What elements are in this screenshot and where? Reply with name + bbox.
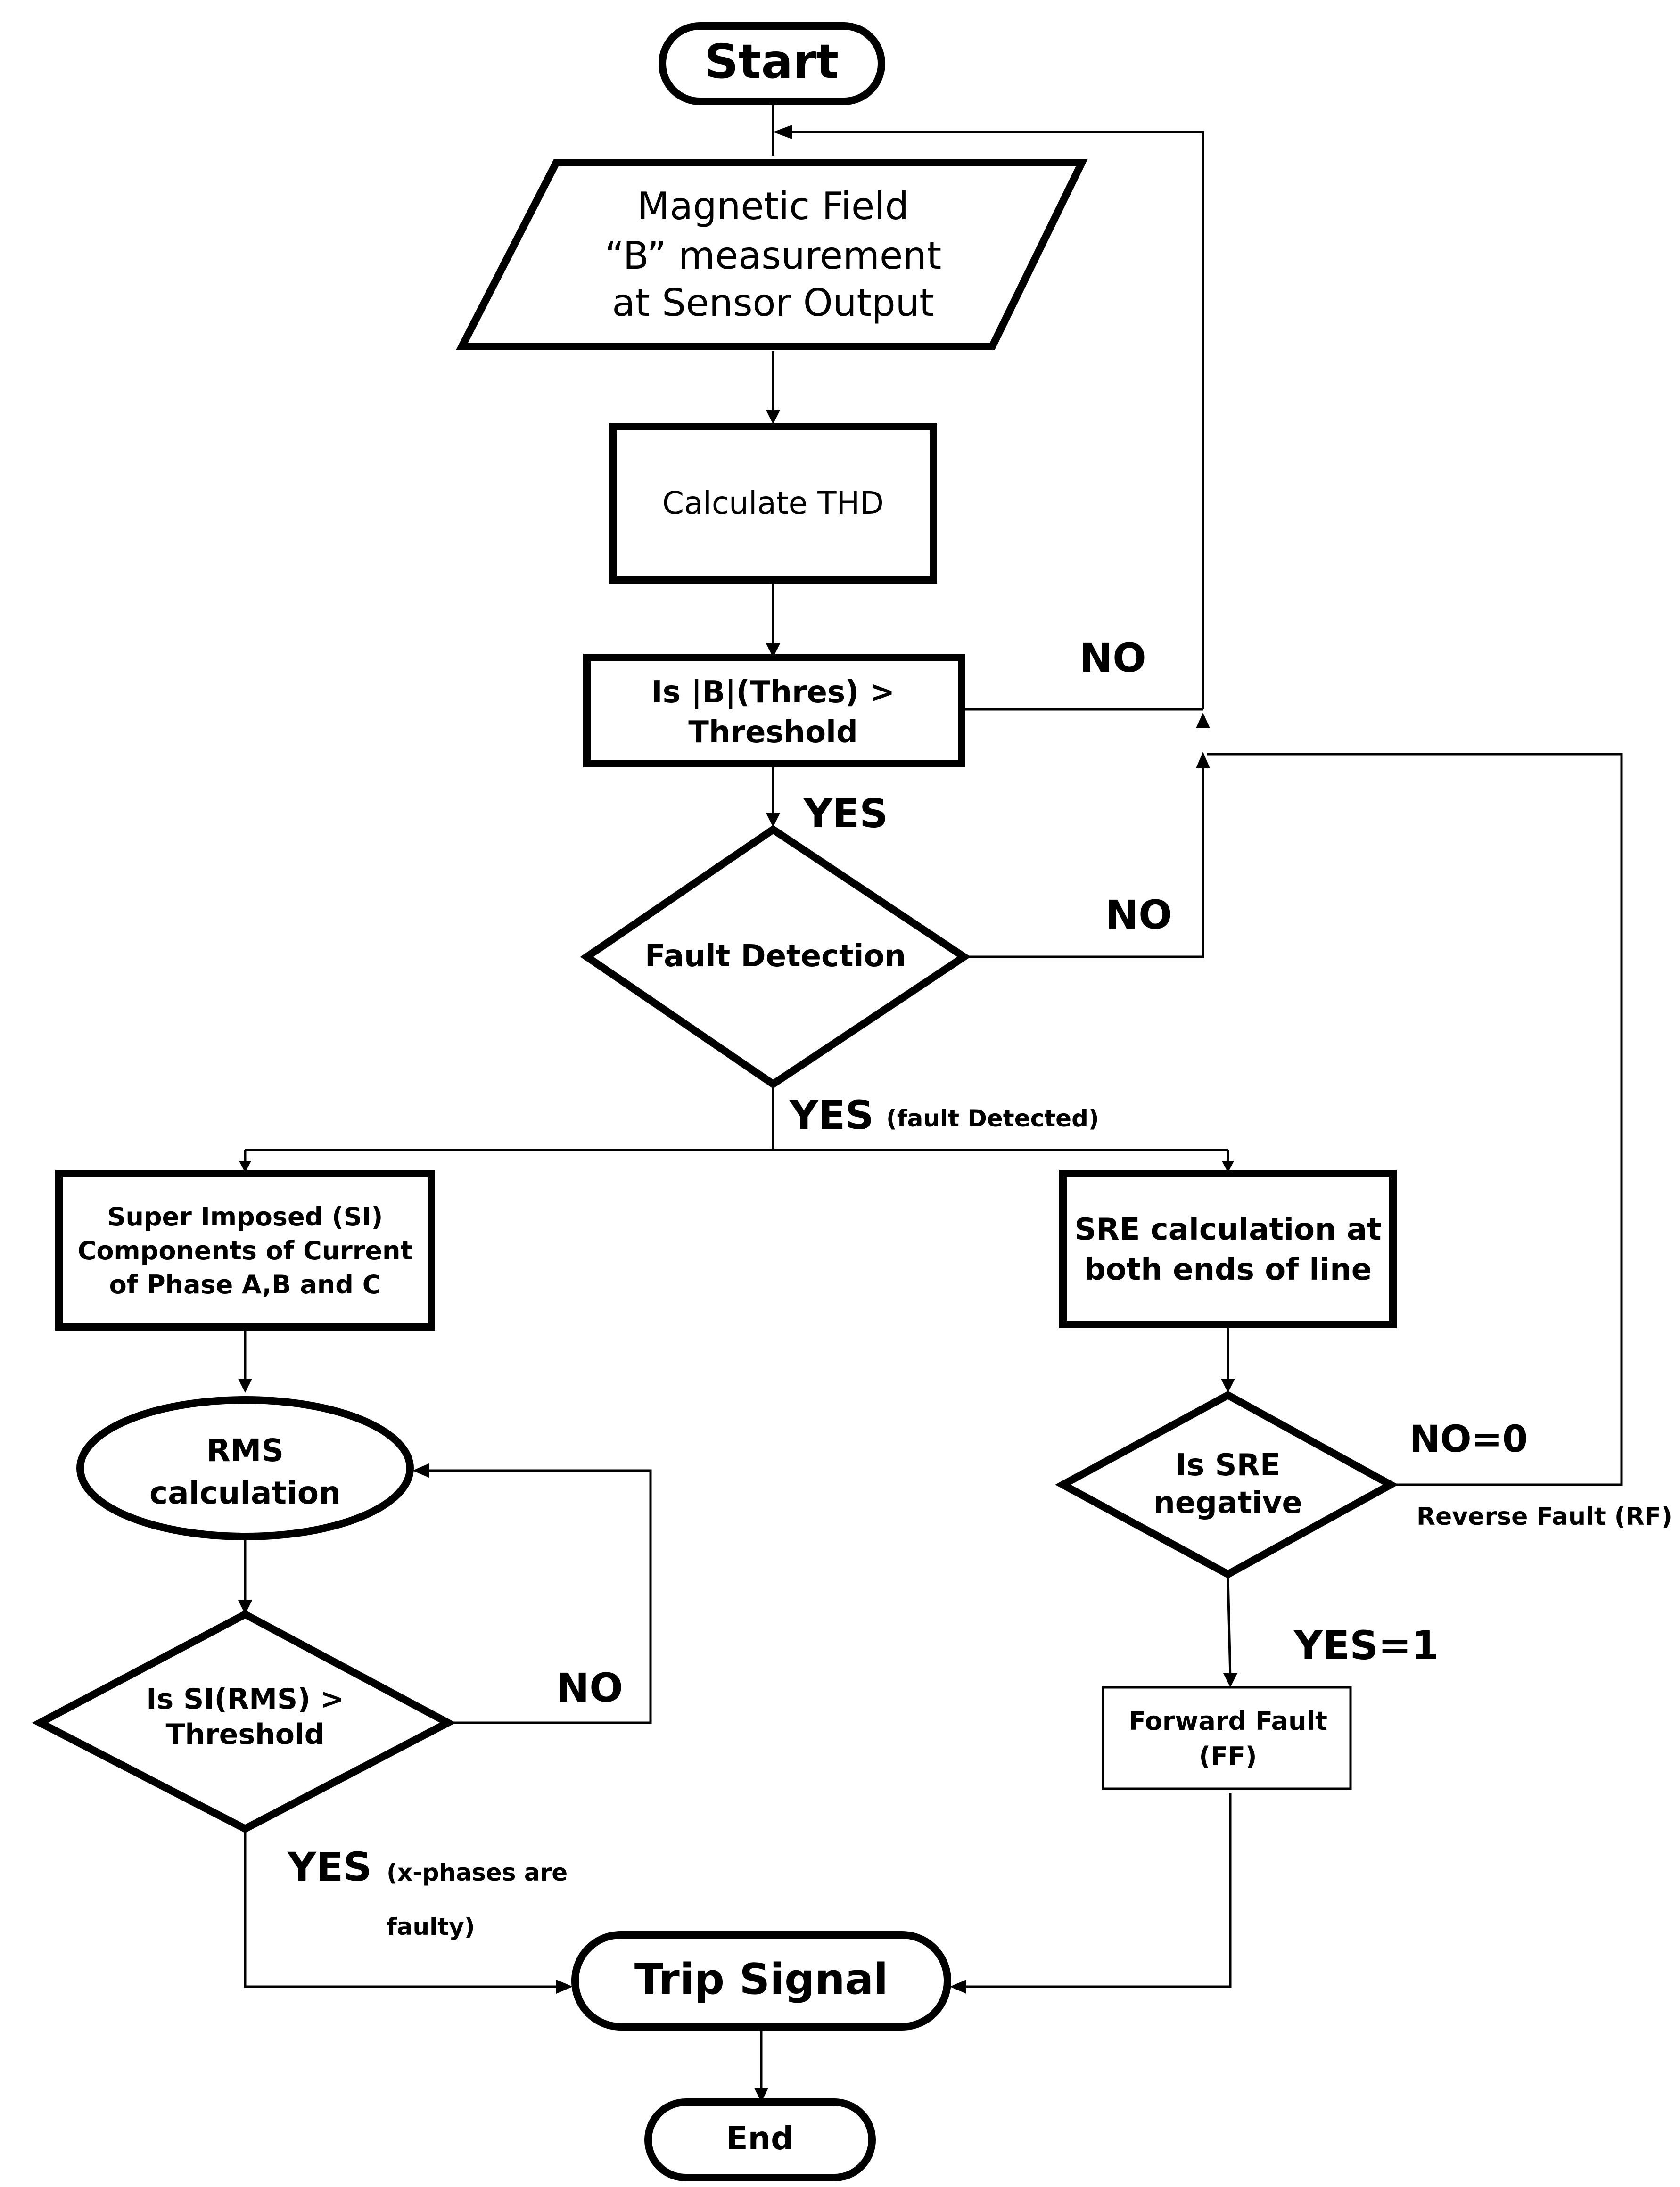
rms-calculation-process bbox=[76, 1396, 414, 1540]
edge-rf-return bbox=[1207, 753, 1623, 1486]
arrowhead-trip-right bbox=[950, 1980, 966, 1994]
si-components-line-2: Components of Current bbox=[78, 1236, 413, 1266]
end-label: End bbox=[726, 2120, 794, 2157]
rms-calculation-line-2: calculation bbox=[149, 1475, 341, 1511]
edge-fault-no bbox=[964, 759, 1204, 958]
arrowhead-forward-fault bbox=[1223, 1673, 1237, 1687]
arrowhead-loop-return bbox=[773, 125, 792, 139]
si-threshold-decision bbox=[32, 1610, 456, 1833]
arrowhead-fault-detection bbox=[766, 813, 780, 827]
edge-rms-no bbox=[424, 1469, 652, 1724]
sre-calculation-line-2: both ends of line bbox=[1084, 1252, 1372, 1287]
threshold-yes-label: YES bbox=[803, 790, 888, 837]
magnetic-field-line-2: “B” measurement bbox=[605, 234, 942, 278]
start-label: Start bbox=[705, 34, 839, 89]
arrowhead-si-threshold bbox=[238, 1600, 252, 1614]
si-components-line-1: Super Imposed (SI) bbox=[107, 1202, 383, 1232]
rms-yes-label: YES bbox=[287, 1844, 372, 1890]
fault-detection-label: Fault Detection bbox=[645, 939, 906, 974]
calculate-thd-process bbox=[609, 423, 937, 584]
end-terminal bbox=[644, 2098, 876, 2181]
arrowhead-rms-no bbox=[412, 1463, 429, 1478]
edge-negative-yes bbox=[1227, 1576, 1232, 1678]
arrowhead-sre bbox=[1222, 1161, 1234, 1173]
forward-fault-process bbox=[1102, 1686, 1352, 1790]
arrowhead-threshold bbox=[766, 643, 780, 658]
start-terminal bbox=[659, 22, 885, 105]
sre-negative-line-1: Is SRE bbox=[1175, 1448, 1280, 1483]
fault-yes-label: YES bbox=[789, 1092, 874, 1138]
arrowhead-si bbox=[239, 1161, 251, 1173]
sre-calculation-line-1: SRE calculation at bbox=[1074, 1212, 1381, 1247]
forward-fault-line-1: Forward Fault bbox=[1128, 1706, 1327, 1736]
rms-yes-note-1: (x-phases are bbox=[387, 1859, 568, 1886]
connectors bbox=[238, 99, 1623, 2102]
rms-yes-note-2: faulty) bbox=[387, 1913, 475, 1940]
magnetic-field-line-3: at Sensor Output bbox=[612, 281, 934, 325]
fault-detection-decision bbox=[580, 825, 971, 1089]
arrowhead-end bbox=[754, 2088, 768, 2102]
arrowhead-threshold-no bbox=[1196, 713, 1210, 728]
threshold-no-label: NO bbox=[1079, 635, 1146, 681]
rms-no-label: NO bbox=[556, 1665, 623, 1711]
arrowhead-trip-left bbox=[556, 1980, 573, 1994]
edge-rms-yes bbox=[244, 1829, 561, 1988]
forward-fault-line-2: (FF) bbox=[1199, 1742, 1257, 1771]
si-components-process bbox=[55, 1170, 435, 1331]
fault-yes-note: (fault Detected) bbox=[886, 1105, 1099, 1132]
fault-no-label: NO bbox=[1105, 892, 1172, 938]
threshold-check-line-2: Threshold bbox=[688, 715, 858, 750]
trip-signal-label: Trip Signal bbox=[634, 1955, 888, 2004]
magnetic-field-input bbox=[455, 159, 1088, 350]
si-threshold-line-2: Threshold bbox=[165, 1718, 324, 1751]
reverse-fault-label: Reverse Fault (RF) bbox=[1416, 1503, 1672, 1531]
no-zero-label: NO=0 bbox=[1409, 1418, 1528, 1461]
si-components-line-3: of Phase A,B and C bbox=[109, 1270, 381, 1299]
edge-ff-to-trip bbox=[962, 1793, 1232, 1988]
arrowhead-sre-negative bbox=[1221, 1379, 1235, 1393]
arrowhead-rms bbox=[238, 1379, 252, 1393]
edge-loop-return-to-input bbox=[785, 131, 1204, 709]
calculate-thd-label: Calculate THD bbox=[662, 485, 884, 521]
si-threshold-line-1: Is SI(RMS) > bbox=[146, 1683, 344, 1716]
arrowhead-thd bbox=[766, 410, 780, 424]
trip-signal-terminal bbox=[571, 1931, 951, 2031]
rms-calculation-line-1: RMS bbox=[206, 1432, 284, 1469]
arrowhead-fault-no bbox=[1196, 752, 1210, 768]
sre-negative-decision bbox=[1055, 1390, 1399, 1579]
magnetic-field-line-1: Magnetic Field bbox=[637, 184, 909, 228]
sre-negative-line-2: negative bbox=[1153, 1486, 1302, 1521]
threshold-check-line-1: Is |B|(Thres) > bbox=[651, 675, 895, 710]
yes-one-label: YES=1 bbox=[1293, 1622, 1439, 1669]
threshold-check-process bbox=[583, 654, 965, 767]
sre-calculation-process bbox=[1059, 1170, 1397, 1328]
